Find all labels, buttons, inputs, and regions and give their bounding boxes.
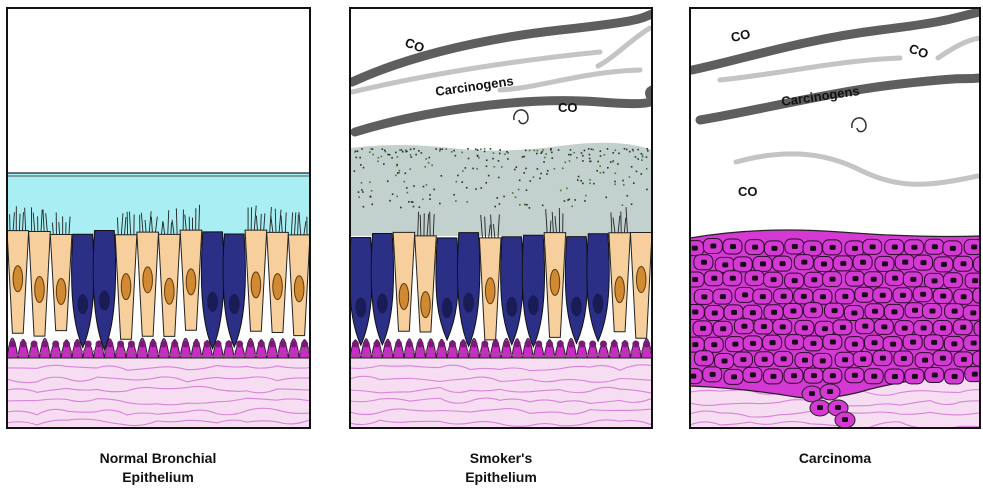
panel-carcinoma: CO CO Carcinogens CO	[683, 8, 983, 430]
thickened-mucus-layer	[350, 143, 652, 236]
panel-smoker: CO Carcinogens CO	[350, 8, 680, 430]
co-label: CO	[558, 100, 578, 115]
epithelial-cell-layer	[7, 230, 310, 358]
panel-normal	[7, 8, 337, 430]
airway-lumen	[7, 8, 310, 173]
panel-caption-smoker: Smoker's Epithelium	[381, 449, 621, 487]
co-label: CO	[738, 184, 758, 199]
epithelial-cell-layer	[350, 232, 652, 358]
panel-caption-normal: Normal Bronchial Epithelium	[38, 449, 278, 487]
panel-caption-carcinoma: Carcinoma	[715, 449, 955, 468]
